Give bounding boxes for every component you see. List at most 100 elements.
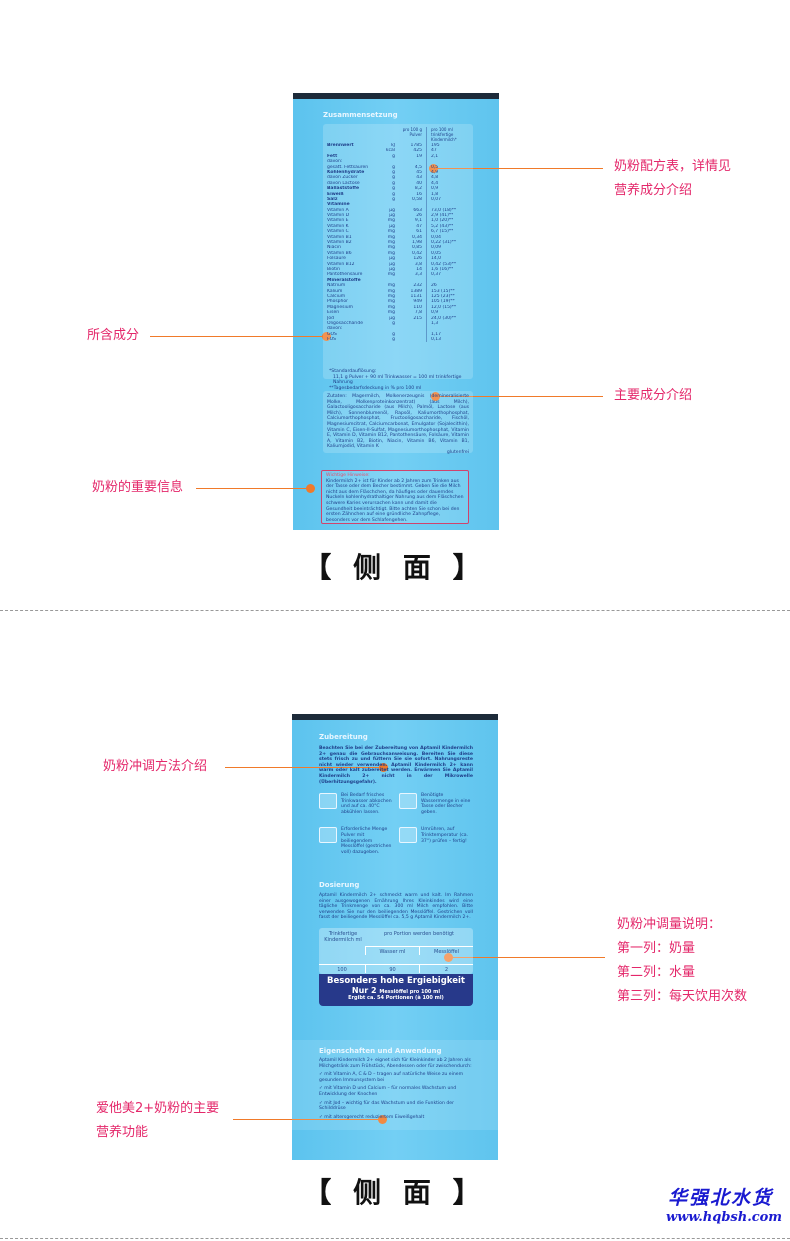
nutrition-cell: 8,2 [397,186,427,192]
nutrition-cell: g [392,186,395,192]
nutrition-cell: 43 [397,175,427,181]
footnotes: *Standardauflösung: 11,1 g Pulver + 90 m… [329,369,462,391]
nutrition-cell: Vitamin D [327,213,350,219]
nutrition-cell [397,159,427,165]
nutrition-cell: 4,8 [431,175,439,181]
nutrition-row: Vitamine [327,202,469,208]
nutrition-cell: Niacin [327,245,341,251]
stir-icon [399,827,417,844]
annotation-formula: 奶粉配方表，详情见营养成分介绍 [614,159,732,198]
nutrition-cell: g [392,331,395,337]
nutrition-cell: Calcium [327,293,346,299]
nutrition-cell: Kalium [327,288,343,294]
nutrition-cell: 0,5 [431,164,439,170]
dose-heading: Dosierung [319,881,360,889]
nutrition-cell: Vitamin C [327,229,349,235]
divider [0,610,790,611]
nutrition-cell: Jod [327,315,334,321]
prep-text: Beachten Sie bei der Zubereitung von Apt… [319,746,473,785]
nutrition-cell: 1,3 [431,320,439,326]
nutrition-cell: g [392,164,395,170]
nutrition-cell: Natrium [327,283,346,289]
ingredients-panel: Zutaten: Magermilch, Molkenerzeugnis (de… [323,391,473,455]
nutrition-cell: FOS [327,337,336,343]
nutrition-cell: 40 [397,180,427,187]
nutrition-cell: mg [387,299,395,305]
nutrition-cell: 0,22 (31)** [431,240,457,246]
nutrition-cell: 663 [397,207,427,214]
pointer-dot [306,484,315,493]
nutrition-cell: 24,0 (30)** [431,315,457,321]
props-text: Aptamil Kindermilch 2+ eignet sich für K… [319,1058,472,1120]
nutrition-cell: g [392,175,395,181]
nutrition-cell: µg [389,213,395,219]
props-band [292,1040,498,1130]
nutrition-cell: 0,9 [431,186,439,192]
nutrition-cell: Biotin [327,266,340,272]
nutrition-cell: mg [387,245,395,251]
nutrition-cell: 4,4 [431,180,439,186]
annotation-important: 奶粉的重要信息 [92,480,184,495]
nutrition-cell: davon Lactose [327,180,360,186]
nutrition-cell: Vitamin B6 [327,250,352,256]
nutrition-cell: Vitamin A [327,207,349,213]
nutrition-cell: Pantothensäure [327,272,363,278]
nutrition-cell: GOS [327,331,337,337]
pointer-line [150,336,326,337]
nutrition-cell: 0,37 [431,272,442,278]
nutrition-cell: 1,0 (20)** [431,218,454,224]
step-1: Bei Bedarf frisches Trinkwasser abkochen… [319,793,393,815]
nutrition-cell: mg [387,218,395,224]
nutrition-cell: 16 [397,191,427,197]
kettle-icon [319,793,337,809]
nutrition-cell: Vitamin E [327,218,349,224]
nutrition-cell: Magnesium [327,304,353,310]
nutrition-cell: 9,1 [397,218,427,224]
nutrition-cell: davon Zucker [327,175,358,181]
step-4: Umrühren, auf Trinktemperatur (ca. 37°) … [399,827,473,855]
nutrition-cell: 3,3 [397,272,427,278]
nutrition-cell: 126 [397,256,427,262]
annotation-prep: 奶粉冲调方法介绍 [103,759,208,774]
nutrition-cell: g [392,169,395,175]
nutrition-cell: 0,07 [431,196,442,202]
pour-water-icon [399,793,417,809]
nutrition-cell: 73,0 (18)** [431,207,457,213]
annotation-dose: 奶粉冲调量说明： 第一列：奶量 第二列：水量 第三列：每天饮用次数 [617,917,748,1004]
nutrition-cell: µg [389,266,395,272]
nutrition-cell [397,320,427,327]
nutrition-cell: µg [389,223,395,229]
nutrition-cell: 19 [397,153,427,160]
nutrition-cell: 0,9 [431,310,439,316]
pointer-dot [379,763,388,772]
nutrition-cell: µg [389,207,395,213]
prep-heading: Zubereitung [319,733,368,741]
pointer-dot [378,1115,387,1124]
nutrition-cell: Phosphor [327,299,348,305]
nutrition-cell: 1785 [397,143,427,149]
nutrition-row: davon: [327,159,469,165]
divider-bottom [0,1238,790,1239]
nutrition-cell: 2,9 (41)** [431,213,454,219]
nutrition-cell: 3,8 [397,261,427,267]
pointer-line [196,488,310,489]
nutrition-cell: 14 [397,266,427,273]
nutrition-cell: Vitamin B12 [327,261,355,267]
nutrition-cell: mg [387,288,395,294]
